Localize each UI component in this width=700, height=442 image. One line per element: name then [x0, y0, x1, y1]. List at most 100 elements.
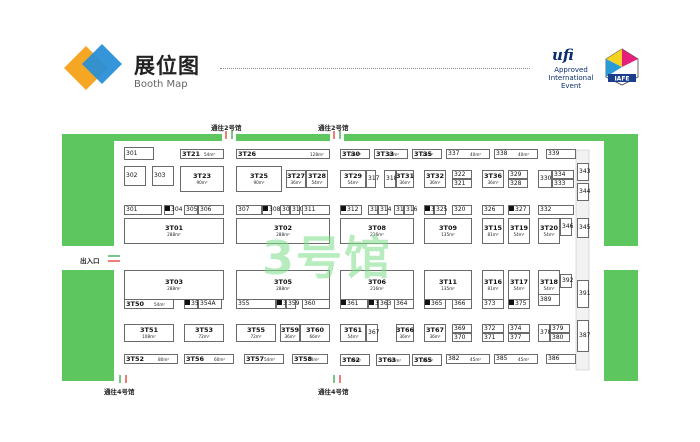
booth-3T62[interactable]	[340, 354, 370, 366]
booth-321[interactable]	[452, 179, 472, 188]
booth-3T02[interactable]	[236, 218, 330, 244]
booth-3T52[interactable]	[124, 354, 178, 364]
booth-330[interactable]	[538, 170, 552, 188]
booth-328[interactable]	[508, 179, 528, 188]
booth-355[interactable]	[236, 299, 276, 309]
booth-3T66[interactable]	[396, 324, 414, 342]
booth-3T29[interactable]	[340, 170, 366, 188]
booth-325[interactable]	[434, 205, 446, 215]
booth-338[interactable]	[494, 149, 538, 159]
booth-309[interactable]	[280, 205, 290, 215]
booth-301[interactable]	[124, 147, 154, 160]
booth-3T03[interactable]	[124, 270, 224, 300]
booth-3T09[interactable]	[424, 218, 472, 244]
booth-3T01[interactable]	[124, 218, 224, 244]
booth-3T21[interactable]	[180, 149, 224, 159]
booth-322[interactable]	[452, 170, 472, 179]
booth-302[interactable]	[124, 166, 146, 186]
booth-303[interactable]	[152, 166, 174, 186]
booth-332[interactable]	[538, 205, 574, 215]
booth-3T11[interactable]	[424, 270, 472, 300]
booth-315[interactable]	[394, 205, 404, 215]
booth-3T53[interactable]	[184, 324, 224, 342]
booth-369[interactable]	[452, 324, 472, 333]
booth-391[interactable]	[577, 280, 589, 308]
booth-3T28[interactable]	[306, 170, 328, 188]
booth-346[interactable]	[560, 218, 572, 236]
booth-3T59[interactable]	[280, 324, 300, 342]
booth-367[interactable]	[366, 324, 378, 342]
booth-359[interactable]	[286, 299, 296, 309]
booth-3T63[interactable]	[376, 354, 410, 366]
booth-360[interactable]	[302, 299, 330, 309]
booth-329[interactable]	[508, 170, 528, 179]
booth-3T08[interactable]	[340, 218, 414, 244]
booth-345[interactable]	[577, 218, 589, 238]
booth-3T25[interactable]	[236, 166, 282, 192]
booth-3T20[interactable]	[538, 218, 560, 244]
booth-371[interactable]	[482, 333, 504, 342]
booth-3T55[interactable]	[236, 324, 276, 342]
booth-3T65[interactable]	[412, 354, 442, 366]
booth-312[interactable]	[340, 205, 362, 215]
booth-370[interactable]	[452, 333, 472, 342]
booth-316[interactable]	[404, 205, 414, 215]
booth-3T50[interactable]	[124, 299, 174, 309]
booth-310[interactable]	[290, 205, 300, 215]
booth-311[interactable]	[302, 205, 330, 215]
booth-377[interactable]	[508, 333, 530, 342]
booth-354[interactable]	[184, 299, 198, 309]
booth-333[interactable]	[552, 179, 574, 188]
booth-382[interactable]	[446, 354, 490, 364]
booth-3T27[interactable]	[286, 170, 306, 188]
booth-3T61[interactable]	[340, 324, 366, 342]
booth-327[interactable]	[508, 205, 530, 215]
booth-314[interactable]	[378, 205, 388, 215]
booth-305[interactable]	[184, 205, 198, 215]
booth-3T19[interactable]	[508, 218, 530, 244]
booth-365[interactable]	[424, 299, 446, 309]
booth-3T57[interactable]	[244, 354, 284, 364]
booth-318[interactable]	[384, 170, 396, 188]
booth-320[interactable]	[452, 205, 472, 215]
booth-3T35[interactable]	[412, 149, 442, 159]
booth-379[interactable]	[550, 324, 570, 333]
booth-392[interactable]	[560, 274, 572, 288]
booth-387[interactable]	[577, 320, 589, 352]
booth-337[interactable]	[446, 149, 490, 159]
booth-380[interactable]	[550, 333, 570, 342]
booth-3T32[interactable]	[424, 170, 446, 188]
booth-3T31[interactable]	[396, 170, 414, 188]
booth-306[interactable]	[198, 205, 224, 215]
booth-372[interactable]	[482, 324, 504, 333]
booth-3T30[interactable]	[340, 149, 370, 159]
booth-344[interactable]	[577, 183, 589, 201]
booth-339[interactable]	[546, 149, 576, 159]
booth-313[interactable]	[368, 205, 378, 215]
booth-3T06[interactable]	[340, 270, 414, 300]
booth-3T33[interactable]	[374, 149, 408, 159]
booth-334[interactable]	[552, 170, 574, 179]
booth-326[interactable]	[482, 205, 504, 215]
booth-301b[interactable]	[124, 205, 162, 215]
booth-378[interactable]	[538, 324, 550, 342]
booth-374[interactable]	[508, 324, 530, 333]
booth-364[interactable]	[394, 299, 414, 309]
booth-366[interactable]	[452, 299, 472, 309]
booth-3T36[interactable]	[482, 170, 504, 188]
booth-3T26[interactable]	[236, 149, 330, 159]
booth-3T51[interactable]	[124, 324, 174, 342]
booth-361[interactable]	[340, 299, 368, 309]
booth-3T23[interactable]	[180, 166, 224, 192]
booth-307[interactable]	[236, 205, 262, 215]
booth-363[interactable]	[378, 299, 388, 309]
booth-3T60[interactable]	[300, 324, 330, 342]
booth-385[interactable]	[494, 354, 538, 364]
booth-3T67[interactable]	[424, 324, 446, 342]
booth-3T58[interactable]	[292, 354, 328, 364]
booth-354A[interactable]	[198, 299, 222, 309]
booth-386[interactable]	[546, 354, 576, 364]
booth-317[interactable]	[366, 170, 376, 188]
booth-375[interactable]	[508, 299, 530, 309]
booth-3T15[interactable]	[482, 218, 504, 244]
